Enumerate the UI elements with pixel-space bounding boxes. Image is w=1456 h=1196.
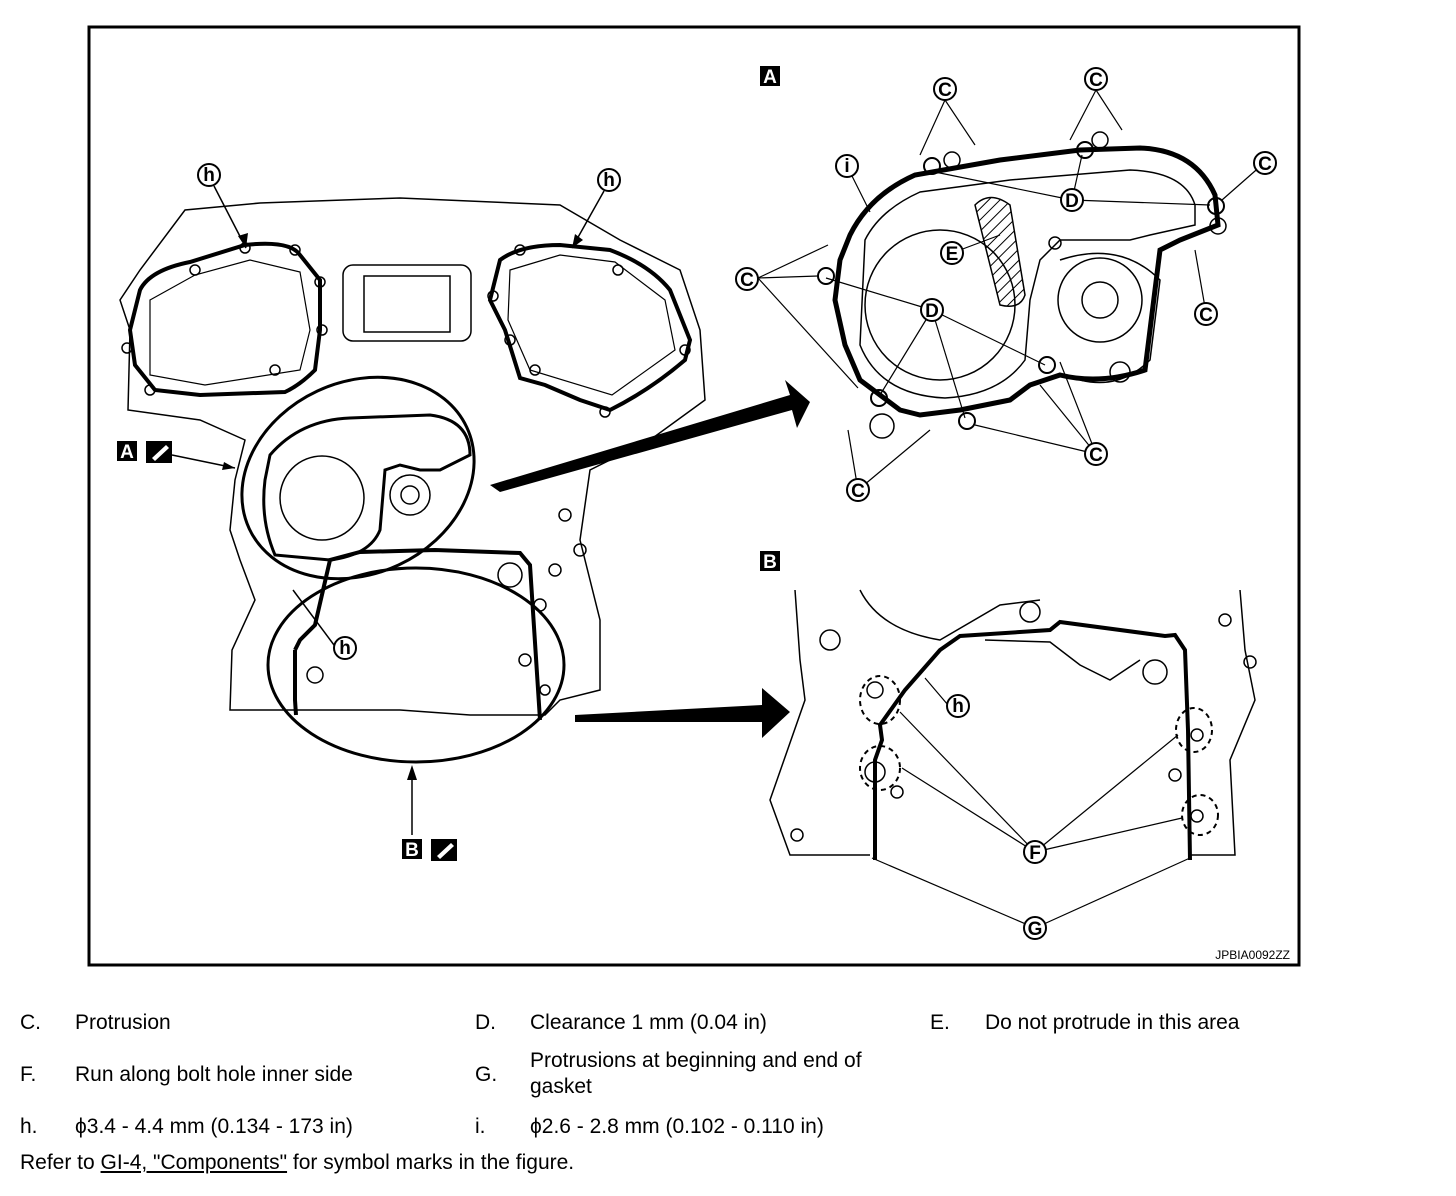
svg-text:C: C	[1199, 305, 1213, 326]
svg-text:h: h	[952, 696, 964, 717]
detail-b: B F G	[760, 551, 1257, 940]
svg-text:i: i	[844, 156, 849, 177]
components-link[interactable]: GI-4, "Components"	[100, 1151, 288, 1174]
detail-a: A	[735, 66, 1277, 502]
svg-text:G: G	[1028, 919, 1043, 940]
svg-text:B: B	[405, 840, 419, 861]
svg-text:C: C	[1089, 70, 1103, 91]
svg-text:D: D	[1065, 191, 1079, 212]
svg-text:F: F	[1029, 843, 1041, 864]
reference-note: Refer to GI-4, "Components" for symbol m…	[20, 1151, 575, 1174]
svg-text:D: D	[925, 301, 939, 322]
svg-text:C: C	[1258, 154, 1272, 175]
overview-callouts: h h h A B	[117, 163, 810, 861]
svg-text:A: A	[120, 442, 134, 463]
svg-text:B: B	[763, 552, 777, 573]
arrow-to-detail-b	[575, 688, 790, 738]
figure-code: JPBIA0092ZZ	[1215, 948, 1290, 962]
svg-text:h: h	[203, 165, 215, 186]
svg-text:h: h	[339, 638, 351, 659]
detail-a-labels: C C C C C C C D D E i	[735, 67, 1277, 502]
gasket-application-diagram: h h h A B A	[87, 25, 1301, 967]
svg-text:C: C	[938, 80, 952, 101]
svg-text:E: E	[946, 244, 959, 265]
svg-text:C: C	[740, 270, 754, 291]
svg-text:C: C	[1089, 445, 1103, 466]
figure-frame	[87, 25, 1301, 967]
front-cover-overview	[119, 197, 706, 764]
arrow-to-detail-a	[490, 380, 810, 492]
svg-text:C: C	[851, 481, 865, 502]
svg-text:h: h	[603, 170, 615, 191]
svg-text:A: A	[763, 67, 777, 88]
